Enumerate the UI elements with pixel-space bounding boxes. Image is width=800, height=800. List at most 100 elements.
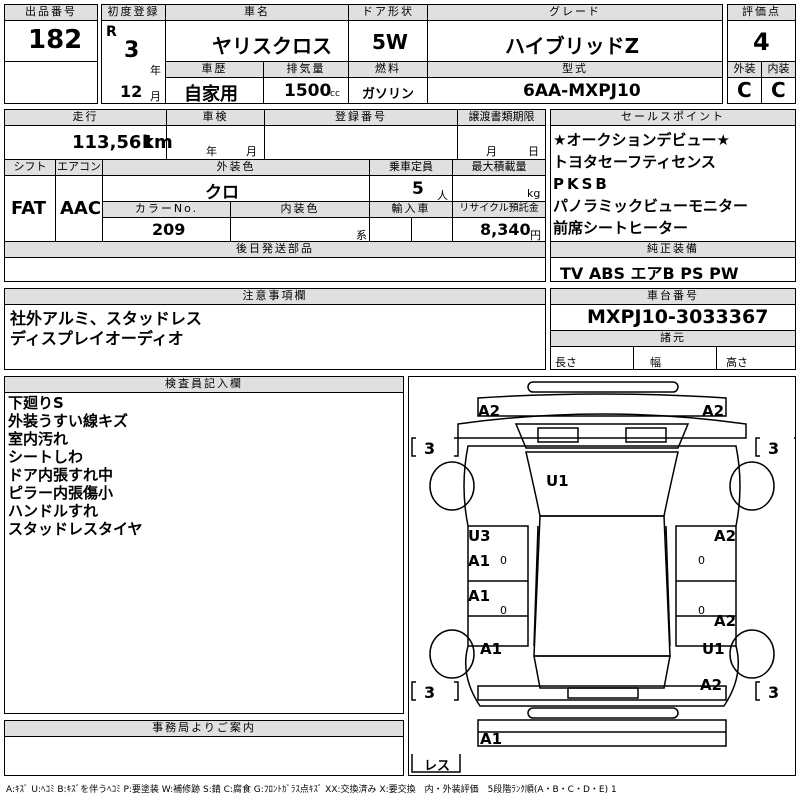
mark-rr-door: A2 <box>714 612 736 630</box>
mark-rear-bumper: A1 <box>480 730 502 748</box>
sales-point: パノラミックビューモニター <box>553 197 749 215</box>
chassis-label: 車台番号 <box>550 288 796 305</box>
import-cell-b <box>411 217 453 242</box>
lot-label: 出品番号 <box>4 4 98 21</box>
recycle-unit: 円 <box>530 229 541 242</box>
inspector-line: スタッドレスタイヤ <box>8 520 143 538</box>
mark-lf-door-u: U3 <box>468 527 491 545</box>
notes-list: 社外アルミ、スタッドレス ディスプレイオーディオ <box>10 309 202 349</box>
inspection-year: 年 <box>206 145 217 158</box>
inspector-list: 下廻りS 外装うすい線キズ 室内汚れ シートしわ ドア内張すれ中 ピラー内張傷小… <box>8 394 143 538</box>
mark-r-rear-u: U1 <box>702 640 725 658</box>
chassis-number: MXPJ10-3033367 <box>587 306 769 328</box>
door-type: 5W <box>372 30 408 54</box>
fuel: ガソリン <box>362 87 415 102</box>
load-unit: kg <box>527 187 541 200</box>
height-cell <box>716 346 796 370</box>
mark-r-rear-a: A2 <box>700 676 722 694</box>
int-cell <box>761 77 796 104</box>
era: R <box>106 24 117 40</box>
inspector-cell <box>4 392 404 714</box>
model-label: 型式 <box>427 61 723 78</box>
first-reg-label: 初度登録 <box>101 4 166 21</box>
note-line: ディスプレイオーディオ <box>10 329 184 348</box>
grade-label: グレード <box>427 4 723 21</box>
sales-point: PKSB <box>553 175 610 193</box>
grade: ハイブリッドZ <box>505 34 640 58</box>
mark-fl-front: A2 <box>478 402 500 420</box>
sales-point: ★オークションデビュー★ <box>553 131 730 149</box>
note-line: 社外アルミ、スタッドレス <box>10 309 202 328</box>
later-parts-label: 後日発送部品 <box>4 241 546 258</box>
inspector-line: 下廻りS <box>8 394 64 412</box>
ac-label: エアコン <box>55 159 103 176</box>
mark-rf-door: A2 <box>714 527 736 545</box>
month-unit: 月 <box>150 90 161 103</box>
office-label: 事務局よりご案内 <box>4 720 404 737</box>
interior-unit: 系 <box>356 229 367 242</box>
mark-fr-front: A2 <box>702 402 724 420</box>
inspector-line: 外装うすい線キズ <box>8 412 129 430</box>
tire-fl: 3 <box>424 439 435 458</box>
zero-2: 0 <box>500 604 507 617</box>
inspection-label: 車検 <box>166 109 265 126</box>
car-name-label: 車名 <box>165 4 349 21</box>
history-label: 車歴 <box>165 61 264 78</box>
tire-fr: 3 <box>768 439 779 458</box>
mileage: 113,561 <box>72 132 154 153</box>
inspector-line: ピラー内張傷小 <box>8 484 114 502</box>
notes-cell <box>4 304 546 370</box>
import-label: 輸入車 <box>369 201 453 218</box>
interior-color-label: 内装色 <box>230 201 370 218</box>
reg-month: 12 <box>120 82 143 101</box>
recycle-label: リサイクル預託金 <box>452 201 546 218</box>
car-name: ヤリスクロス <box>212 34 332 58</box>
zero-4: 0 <box>698 604 705 617</box>
width-cell <box>633 346 717 370</box>
history: 自家用 <box>184 84 238 105</box>
score-label: 評価点 <box>727 4 796 21</box>
sales-point: 前席シートヒーター <box>553 219 689 237</box>
year-unit: 年 <box>150 64 161 77</box>
zero-3: 0 <box>698 554 705 567</box>
car-diagram-frame <box>408 376 796 776</box>
door-label: ドア形状 <box>348 4 428 21</box>
displacement: 1500 <box>284 81 332 101</box>
shift: FAT <box>11 198 47 219</box>
color-no: 209 <box>152 220 186 239</box>
inspector-line: ドア内張すれ中 <box>8 466 114 484</box>
reg-year: 3 <box>124 38 140 63</box>
sales-point: トヨタセーフティセンス <box>553 153 716 171</box>
inspector-line: ハンドルすれ <box>8 502 99 520</box>
legend: A:ｷｽﾞ U:ﾍｺﾐ B:ｷｽﾞを伴うﾍｺﾐ P:要塗装 W:補修跡 S:錆 … <box>6 785 617 795</box>
spec-label: 諸元 <box>550 330 796 347</box>
load-label: 最大積載量 <box>452 159 546 176</box>
int-label: 内装 <box>761 61 796 78</box>
inspector-line: シートしわ <box>8 448 84 466</box>
color-label: 外装色 <box>102 159 370 176</box>
sales-points-label: セールスポイント <box>550 109 796 126</box>
lot-number: 182 <box>28 25 83 55</box>
length-label: 長さ <box>555 356 577 369</box>
displacement-unit: cc <box>330 89 340 99</box>
inspector-line: 室内汚れ <box>8 430 69 448</box>
transfer-label: 譲渡書類期限 <box>457 109 546 126</box>
tire-rr: 3 <box>768 683 779 702</box>
mark-roof: U1 <box>546 472 569 490</box>
tire-label: レス <box>424 759 450 774</box>
model-cell <box>427 77 723 104</box>
equipment-label: 純正装備 <box>550 241 796 258</box>
mark-l-rear: A1 <box>480 640 502 658</box>
ext-grade: C <box>737 78 752 102</box>
mark-lr-door: A1 <box>468 587 490 605</box>
ext-label: 外装 <box>727 61 762 78</box>
office-cell <box>4 736 404 776</box>
zero-1: 0 <box>500 554 507 567</box>
tire-rl: 3 <box>424 683 435 702</box>
lot-empty-cell <box>4 61 98 104</box>
reg-no-cell <box>264 125 458 160</box>
color-no-label: カラーNo. <box>102 201 231 218</box>
height-label: 高さ <box>726 356 748 369</box>
transfer-day: 日 <box>528 145 539 158</box>
inspector-label: 検査員記入欄 <box>4 376 404 393</box>
